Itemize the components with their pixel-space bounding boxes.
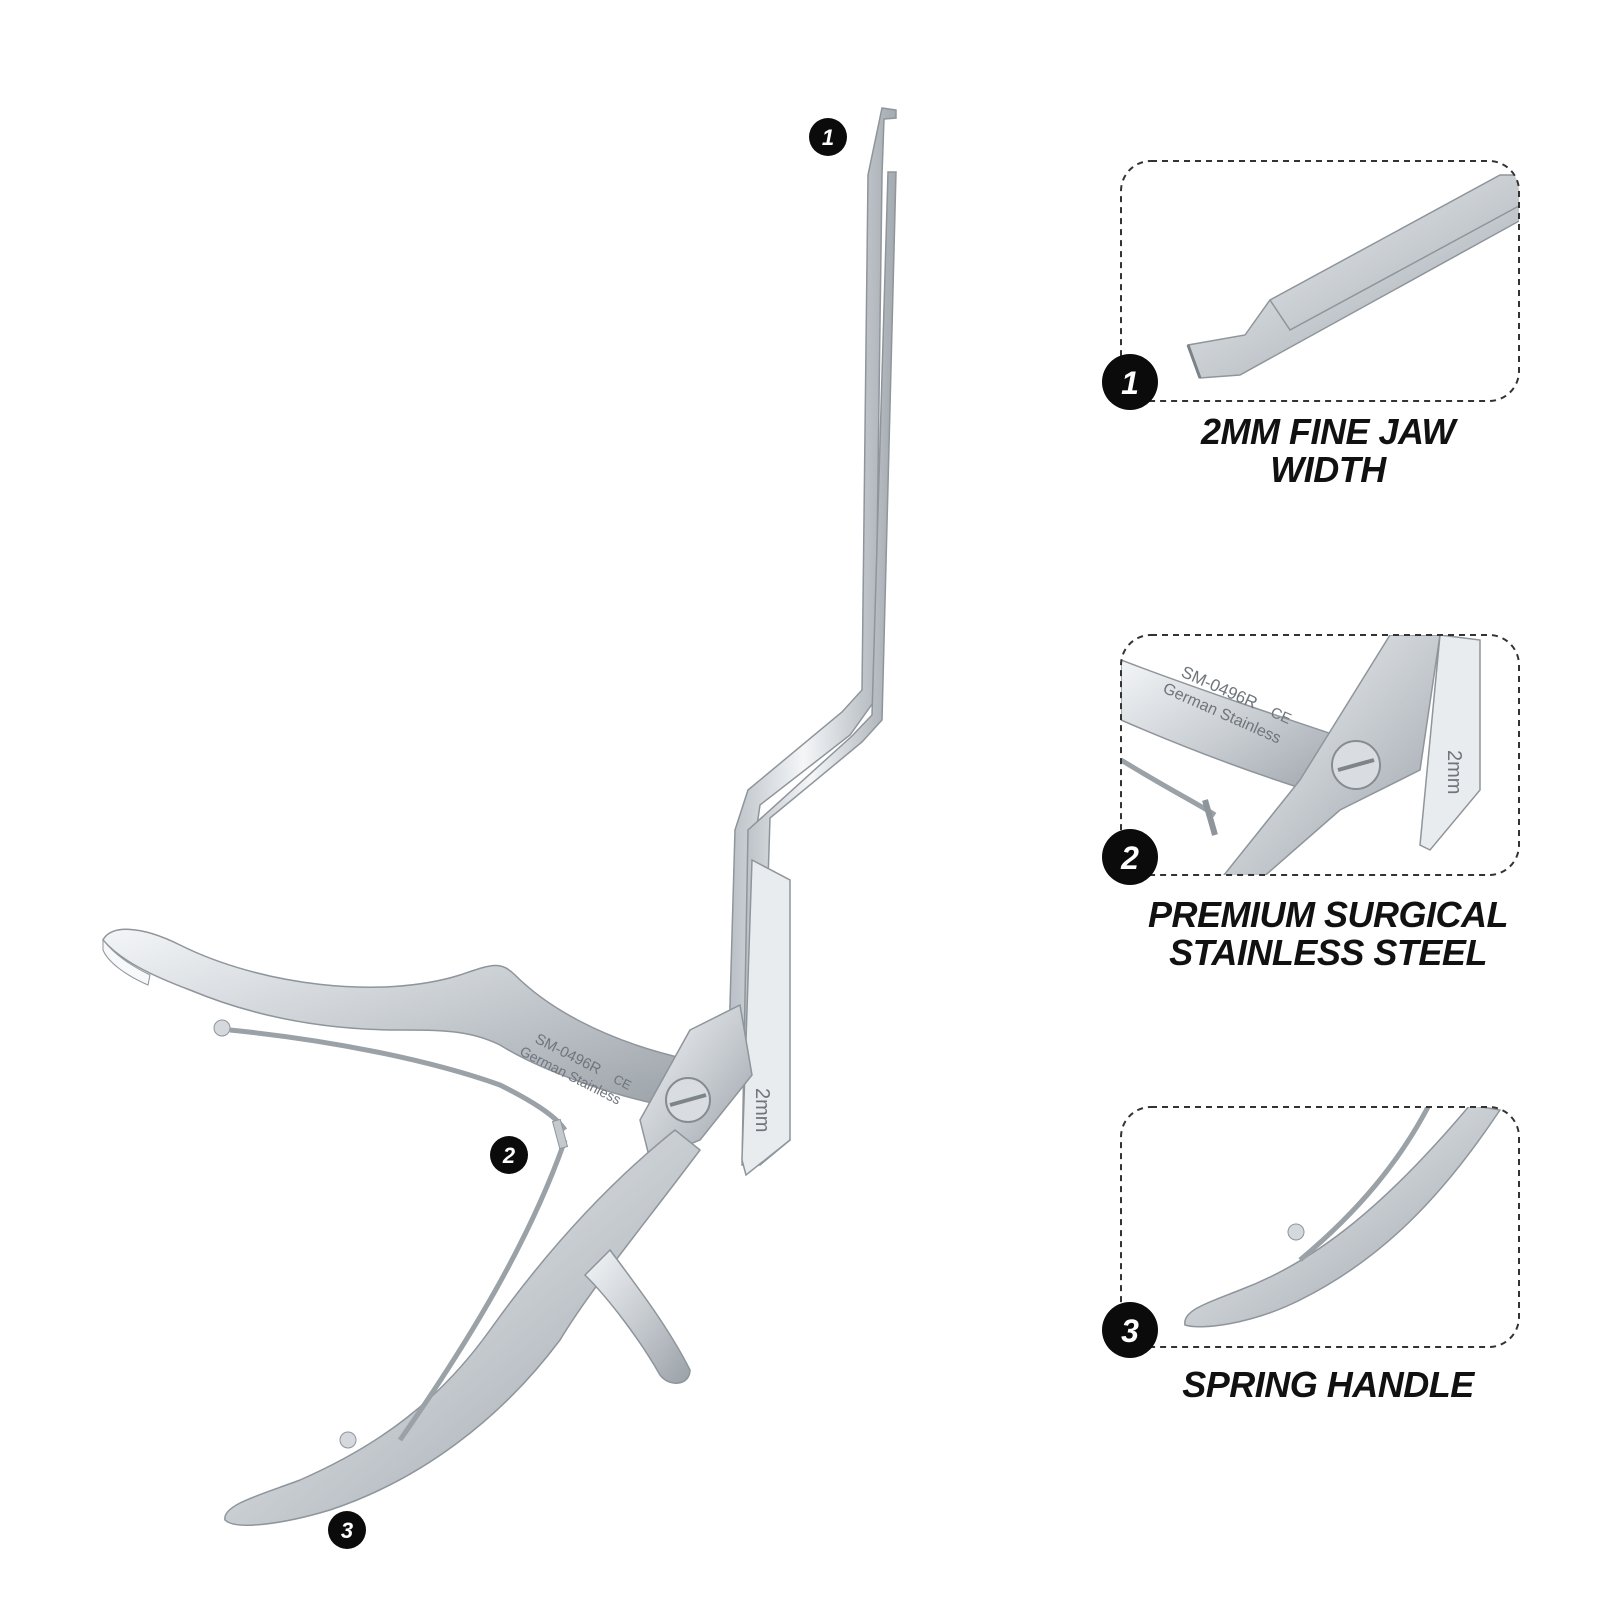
svg-text:3: 3 [341,1518,353,1543]
upper-spring [229,1027,568,1132]
jaw-detail-image [1186,174,1519,379]
svg-text:2: 2 [1120,840,1139,876]
slide-plate [741,858,791,1177]
svg-text:1: 1 [822,125,834,150]
svg-text:2: 2 [502,1143,516,1168]
feature-caption-1: 2MM FINE JAW WIDTH [1118,413,1538,489]
finger-rest [583,1248,691,1384]
lower-handle [224,1129,702,1526]
detail-panel-spring-handle: 3 [1102,1106,1520,1358]
steel-detail-body [1218,635,1441,875]
lower-spring [397,1139,568,1442]
feature-caption-2-line1: PREMIUM SURGICAL [1148,894,1509,935]
upper-handle-lip [102,938,151,986]
upper-spring-rivet [213,1019,231,1037]
steel-detail-size: 2mm [1443,750,1465,794]
lower-spring-rivet [339,1431,357,1449]
spring-clip [551,1118,569,1150]
detail-badge-2: 2 [1102,829,1158,885]
engraving-ce: CE [611,1071,634,1093]
marker-1: 1 [809,118,847,156]
steel-detail-plate [1419,635,1481,851]
svg-text:1: 1 [1121,365,1139,401]
feature-caption-2-line2: STAINLESS STEEL [1169,932,1487,973]
pivot-screw-slot [669,1093,707,1107]
feature-caption-1-line2: WIDTH [1270,449,1386,490]
feature-caption-1-line1: 2MM FINE JAW [1200,411,1456,452]
detail-panel-steel: SM-0496R CE German Stainless 2mm 2 [1102,634,1520,885]
feature-caption-3: SPRING HANDLE [1118,1366,1538,1404]
detail-panel-jaw: 1 [1102,160,1520,410]
rongeur-instrument: 2mm SM-0496R CE German Stainless [102,107,897,1526]
marker-2: 2 [490,1136,528,1174]
marker-3: 3 [328,1511,366,1549]
detail-badge-1: 1 [1102,354,1158,410]
feature-caption-2: PREMIUM SURGICAL STAINLESS STEEL [1118,896,1538,972]
spring-handle-detail-image [1184,1107,1502,1328]
engraving-size: 2mm [751,1088,773,1132]
detail-badge-3: 3 [1102,1302,1158,1358]
feature-caption-3-line1: SPRING HANDLE [1182,1364,1474,1405]
svg-text:3: 3 [1121,1313,1139,1349]
